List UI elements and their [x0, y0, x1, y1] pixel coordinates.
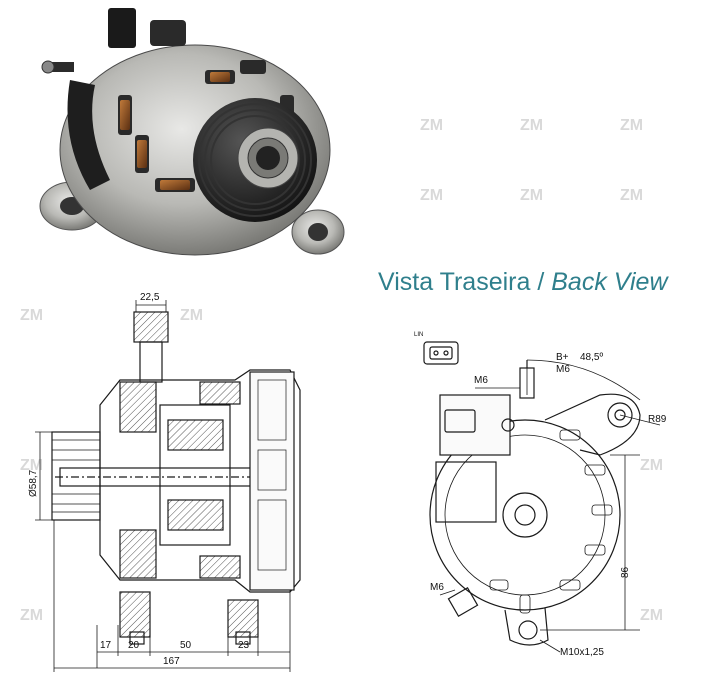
dim-17: 17 [100, 640, 112, 651]
watermark-text: ZM [20, 607, 43, 624]
watermark-text: ZM [640, 457, 663, 474]
dim-50: 50 [180, 640, 192, 651]
side-section-view [35, 300, 301, 672]
view-title: Vista Traseira / Back View [378, 268, 668, 297]
label-b-plus: B+ [556, 352, 569, 363]
dim-23: 23 [238, 640, 250, 651]
watermark-text: ZM [620, 117, 643, 134]
dim-top-width: 22,5 [140, 292, 160, 303]
title-separator: / [530, 268, 552, 296]
watermark-text: ZM [520, 117, 543, 134]
watermark-text: ZM [20, 457, 43, 474]
label-m6-bottom: M6 [430, 582, 444, 593]
label-thread: M10x1,25 [560, 647, 604, 658]
watermark-text: ZM [520, 187, 543, 204]
watermark-text: ZM [620, 187, 643, 204]
dim-total: 167 [163, 656, 180, 667]
title-main: Vista Traseira [378, 268, 531, 296]
label-height: 86 [620, 566, 631, 578]
watermark-layer: ZM ZM ZM ZM ZM ZM ZM ZM ZM ZM ZM ZM [20, 117, 663, 624]
dim-20: 20 [128, 640, 140, 651]
watermark-text: ZM [180, 307, 203, 324]
dim-diameter: Ø58,7 [28, 469, 39, 497]
label-lin: LIN [414, 332, 423, 338]
watermark-text: ZM [640, 607, 663, 624]
title-italic: Back View [551, 268, 668, 296]
label-m6-top: M6 [556, 364, 570, 375]
label-m6-left: M6 [474, 375, 488, 386]
label-radius: R89 [648, 414, 667, 425]
watermark-text: ZM [20, 307, 43, 324]
watermark-text: ZM [420, 187, 443, 204]
watermark-text: ZM [420, 117, 443, 134]
back-view [423, 341, 661, 653]
label-angle: 48,5º [580, 352, 603, 363]
